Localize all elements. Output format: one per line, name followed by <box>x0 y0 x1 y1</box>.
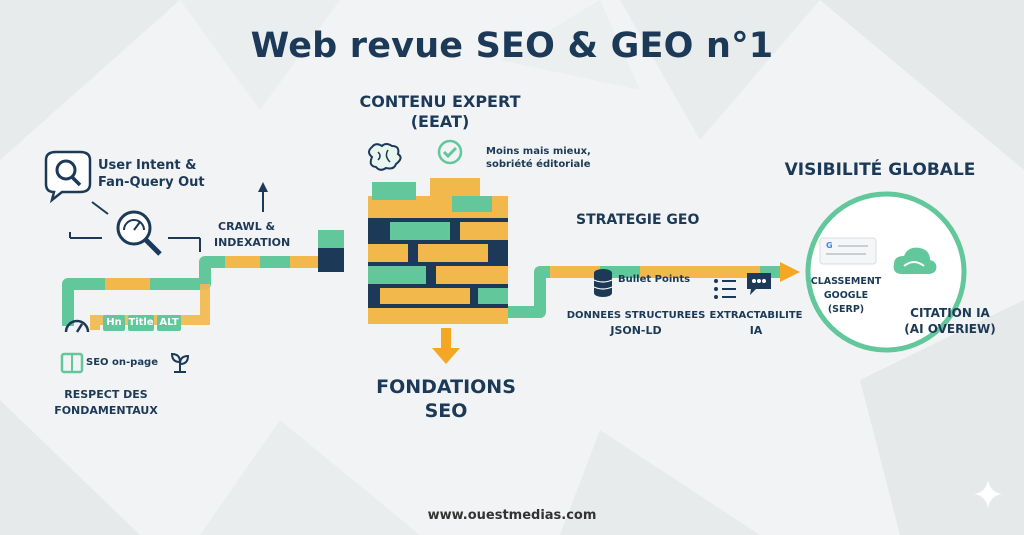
visibility-circle <box>805 191 967 353</box>
check-circle-icon <box>437 139 463 165</box>
serp-label: (SERP) <box>827 304 865 315</box>
user-intent-label: User Intent & <box>98 158 197 173</box>
search-icon <box>44 150 92 204</box>
sparkle-icon <box>974 480 1002 508</box>
tag-hn: Hn <box>103 315 125 331</box>
donnees-structurees-label: DONNEES STRUCTUREES <box>566 310 706 321</box>
page-title: Web revue SEO & GEO n°1 <box>250 26 774 66</box>
eeat-label: (EEAT) <box>410 112 470 131</box>
footer-url: www.ouestmedias.com <box>427 508 597 523</box>
google-label: GOOGLE <box>823 290 869 301</box>
visibilite-globale-title: VISIBILITÉ GLOBALE <box>784 160 976 180</box>
plant-icon <box>170 352 190 373</box>
fondamentaux-label: FONDAMENTAUX <box>54 404 158 417</box>
respect-label: RESPECT DES <box>64 388 148 401</box>
moins-mieux-label: Moins mais mieux, <box>486 146 591 157</box>
svg-text:G: G <box>826 241 833 250</box>
indexation-label: INDEXATION <box>214 236 291 249</box>
gauge-icon <box>69 201 201 256</box>
fan-query-label: Fan-Query Out <box>98 175 205 190</box>
ai-overview-label: (AI OVERIEW) <box>904 322 996 336</box>
seo-title: SEO <box>424 400 468 422</box>
lego-cube <box>318 178 508 324</box>
classement-label: CLASSEMENT <box>810 276 882 287</box>
fondations-title: FONDATIONS <box>376 376 516 398</box>
list-icon <box>714 279 736 299</box>
cloud-icon <box>893 247 937 274</box>
crawl-label: CRAWL & <box>218 220 276 233</box>
speedometer-icon <box>64 319 90 333</box>
extractabilite-label: EXTRACTABILITE <box>709 310 803 321</box>
tag-title: Title <box>128 315 154 331</box>
json-ld-label: JSON-LD <box>610 324 662 337</box>
citation-ia-label: CITATION IA <box>910 306 990 320</box>
database-icon <box>593 269 613 297</box>
tag-alt: ALT <box>157 315 181 331</box>
sobriete-label: sobriété éditoriale <box>486 159 591 170</box>
chat-icon <box>747 273 771 295</box>
ia-label: IA <box>749 324 763 337</box>
left-road <box>62 256 330 320</box>
arrow-to-visibility <box>780 262 800 282</box>
seo-onpage-label: SEO on-page <box>86 357 159 368</box>
strategie-geo-title: STRATEGIE GEO <box>576 212 700 228</box>
book-icon <box>60 352 84 374</box>
bullet-points-label: Bullet Points <box>618 274 691 285</box>
contenu-expert-title: CONTENU EXPERT <box>359 92 521 111</box>
brain-icon <box>368 143 402 171</box>
